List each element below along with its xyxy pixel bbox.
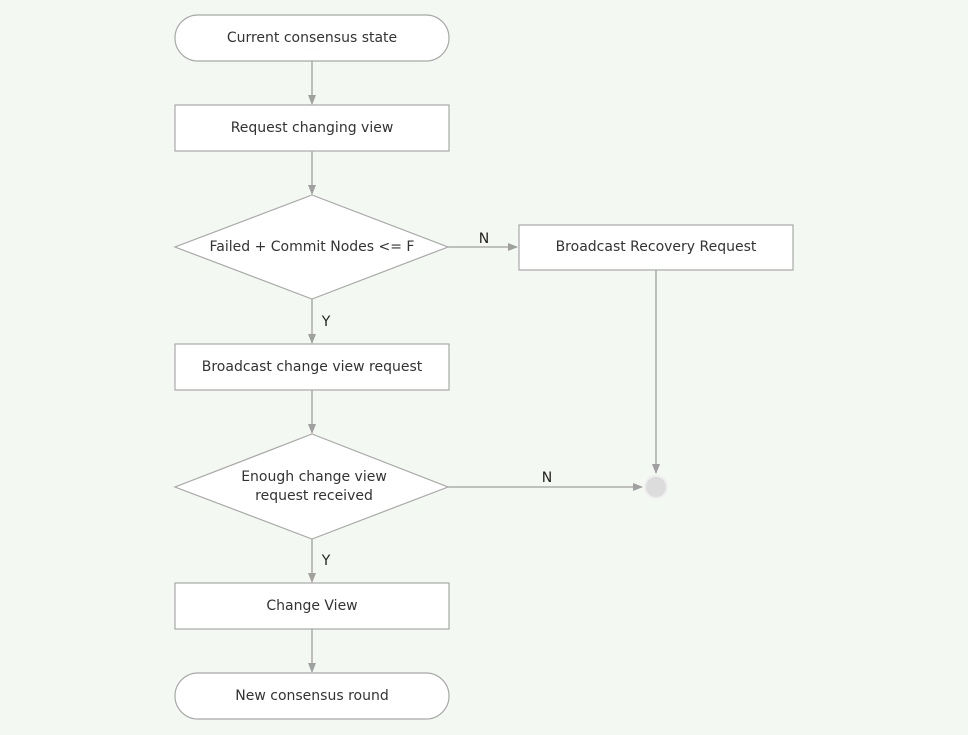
node-end: New consensus round [174,672,450,720]
junction-node [644,475,668,499]
node-decision-enough: Enough change view request received [173,433,450,540]
node-broadcast-recovery-label: Broadcast Recovery Request [556,239,757,255]
node-broadcast-recovery: Broadcast Recovery Request [518,224,794,271]
node-broadcast-change-view: Broadcast change view request [174,343,450,391]
node-decision-enough-label-line1: Enough change view [241,469,387,485]
edge-label-failed-yes: Y [321,314,331,330]
node-start-label: Current consensus state [227,30,397,46]
node-request-changing-view: Request changing view [174,104,450,152]
edge-label-enough-no: N [542,470,552,486]
node-end-label: New consensus round [235,688,388,704]
edge-label-failed-no: N [479,231,489,247]
node-start: Current consensus state [174,14,450,62]
node-broadcast-change-view-label: Broadcast change view request [202,359,423,375]
node-decision-failed-commit-label: Failed + Commit Nodes <= F [210,239,415,255]
node-decision-failed-commit: Failed + Commit Nodes <= F [173,194,450,300]
node-change-view-label: Change View [266,598,357,614]
edge-label-enough-yes: Y [321,553,331,569]
node-change-view: Change View [174,582,450,630]
node-decision-enough-label-line2: request received [255,488,373,504]
node-request-changing-view-label: Request changing view [231,120,394,136]
